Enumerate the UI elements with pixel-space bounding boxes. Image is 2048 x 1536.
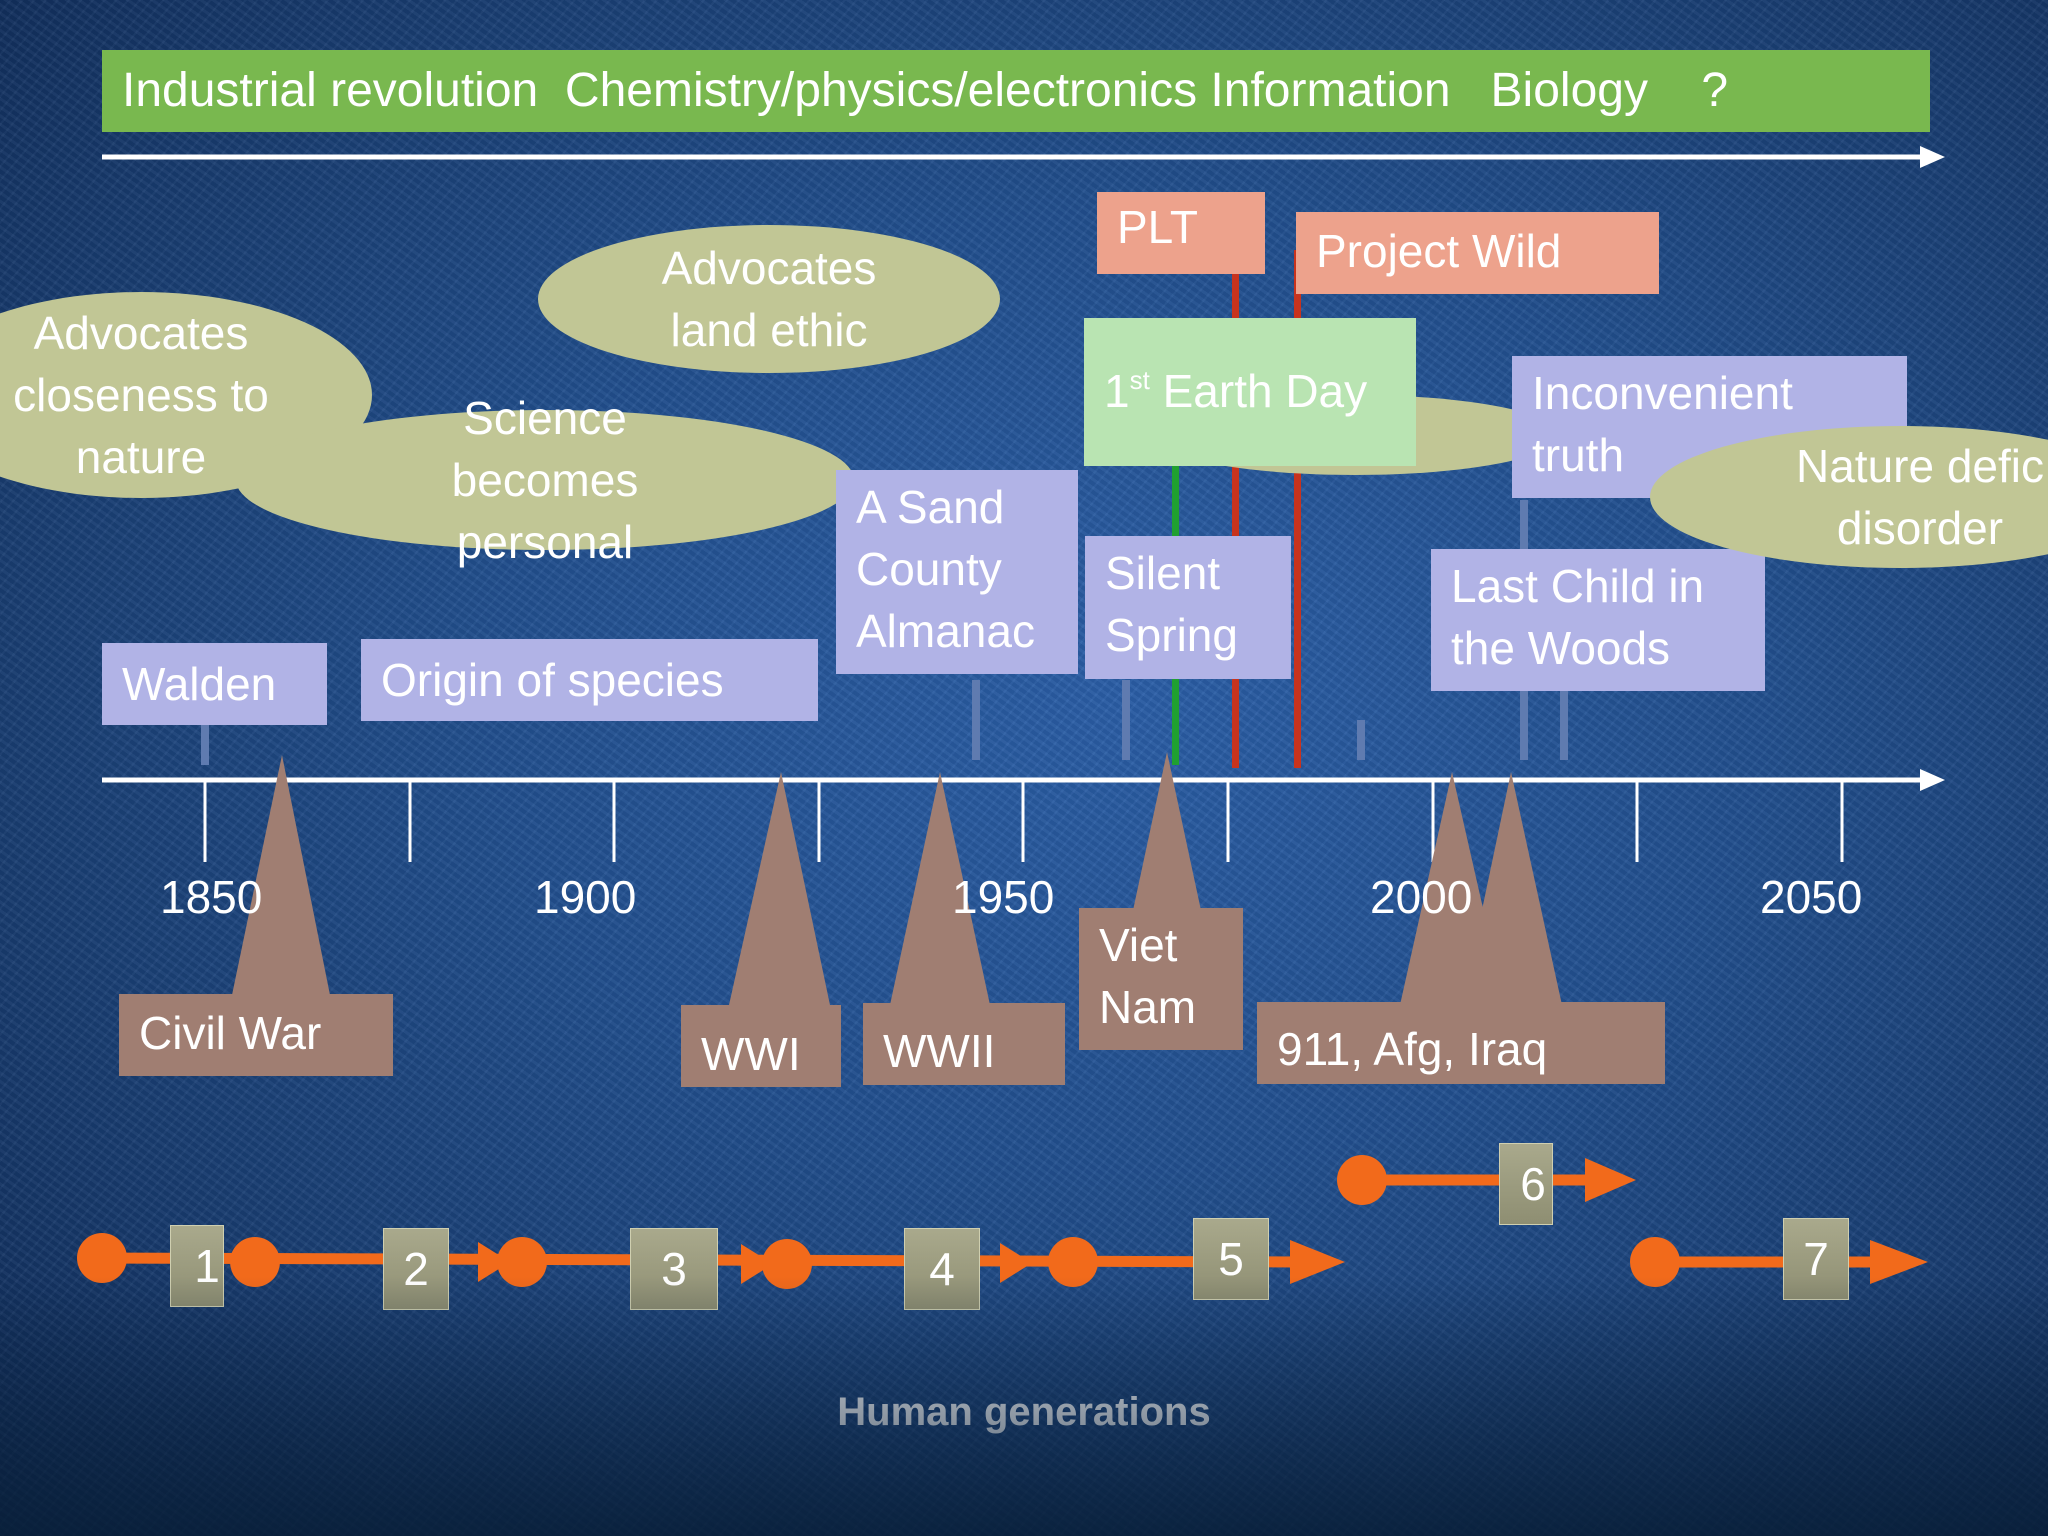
book-last-child-in-the-woods: Last Child in the Woods: [1431, 549, 1765, 691]
book-origin-of-species: Origin of species: [361, 639, 818, 721]
sand-county-marker: [972, 680, 980, 760]
wwi-spike: [729, 772, 830, 1005]
vietnam-spike: [1132, 752, 1202, 915]
plt-line: [1232, 270, 1239, 768]
silent-spring-marker: [1122, 680, 1130, 760]
earth-day-number: 1: [1104, 365, 1130, 417]
civil-war-spike: [232, 755, 330, 995]
inconvenient-marker: [1560, 680, 1568, 760]
era-arrow-head: [1920, 146, 1945, 168]
generation-arrows: [77, 1155, 1928, 1289]
book-walden: Walden: [102, 643, 327, 725]
timeline-ticks: [203, 782, 1844, 862]
war-civil-war: Civil War: [119, 994, 393, 1076]
book-silent-spring: Silent Spring: [1085, 536, 1291, 679]
ellipse-land-ethic: Advocates land ethic: [538, 225, 1000, 373]
earth-day-label: Earth Day: [1149, 365, 1368, 417]
generations-title: Human generations: [837, 1390, 1211, 1434]
ellipse-science-personal: Science becomes personal: [236, 392, 854, 568]
generation-5: 5: [1193, 1218, 1269, 1300]
program-plt: PLT: [1097, 192, 1265, 274]
generation-3: 3: [630, 1228, 718, 1310]
generation-2: 2: [383, 1228, 449, 1310]
generation-6: 6: [1499, 1143, 1553, 1225]
war-wwii: WWII: [863, 1003, 1065, 1085]
war-vietnam: Viet Nam: [1079, 908, 1243, 1050]
era-header-bar: Industrial revolution Chemistry/physics/…: [102, 50, 1930, 132]
timeline-arrow-head: [1920, 769, 1945, 791]
project-wild-line: [1294, 250, 1301, 768]
ellipse-nature-deficit-disorder: Nature defic disorder: [1650, 426, 2048, 568]
war-911-afg-iraq: 911, Afg, Iraq: [1257, 1002, 1665, 1084]
modern-war-spike-2: [1462, 772, 1562, 1005]
walden-marker: [201, 685, 209, 765]
year-2000: 2000: [1370, 871, 1473, 923]
generation-7: 7: [1783, 1218, 1849, 1300]
year-1950: 1950: [952, 871, 1055, 923]
generation-4: 4: [904, 1228, 980, 1310]
program-first-earth-day: 1st Earth Day: [1084, 318, 1416, 466]
wwii-spike: [890, 772, 990, 1005]
generation-1: 1: [170, 1225, 224, 1307]
earth-day-ordinal: st: [1129, 365, 1150, 395]
year-1900: 1900: [534, 871, 637, 923]
year-2050: 2050: [1760, 871, 1863, 923]
marker-1990s: [1357, 720, 1365, 760]
book-sand-county-almanac: A Sand County Almanac: [836, 470, 1078, 674]
program-project-wild: Project Wild: [1296, 212, 1659, 294]
year-1850: 1850: [160, 871, 263, 923]
war-wwi: WWI: [681, 1005, 841, 1087]
